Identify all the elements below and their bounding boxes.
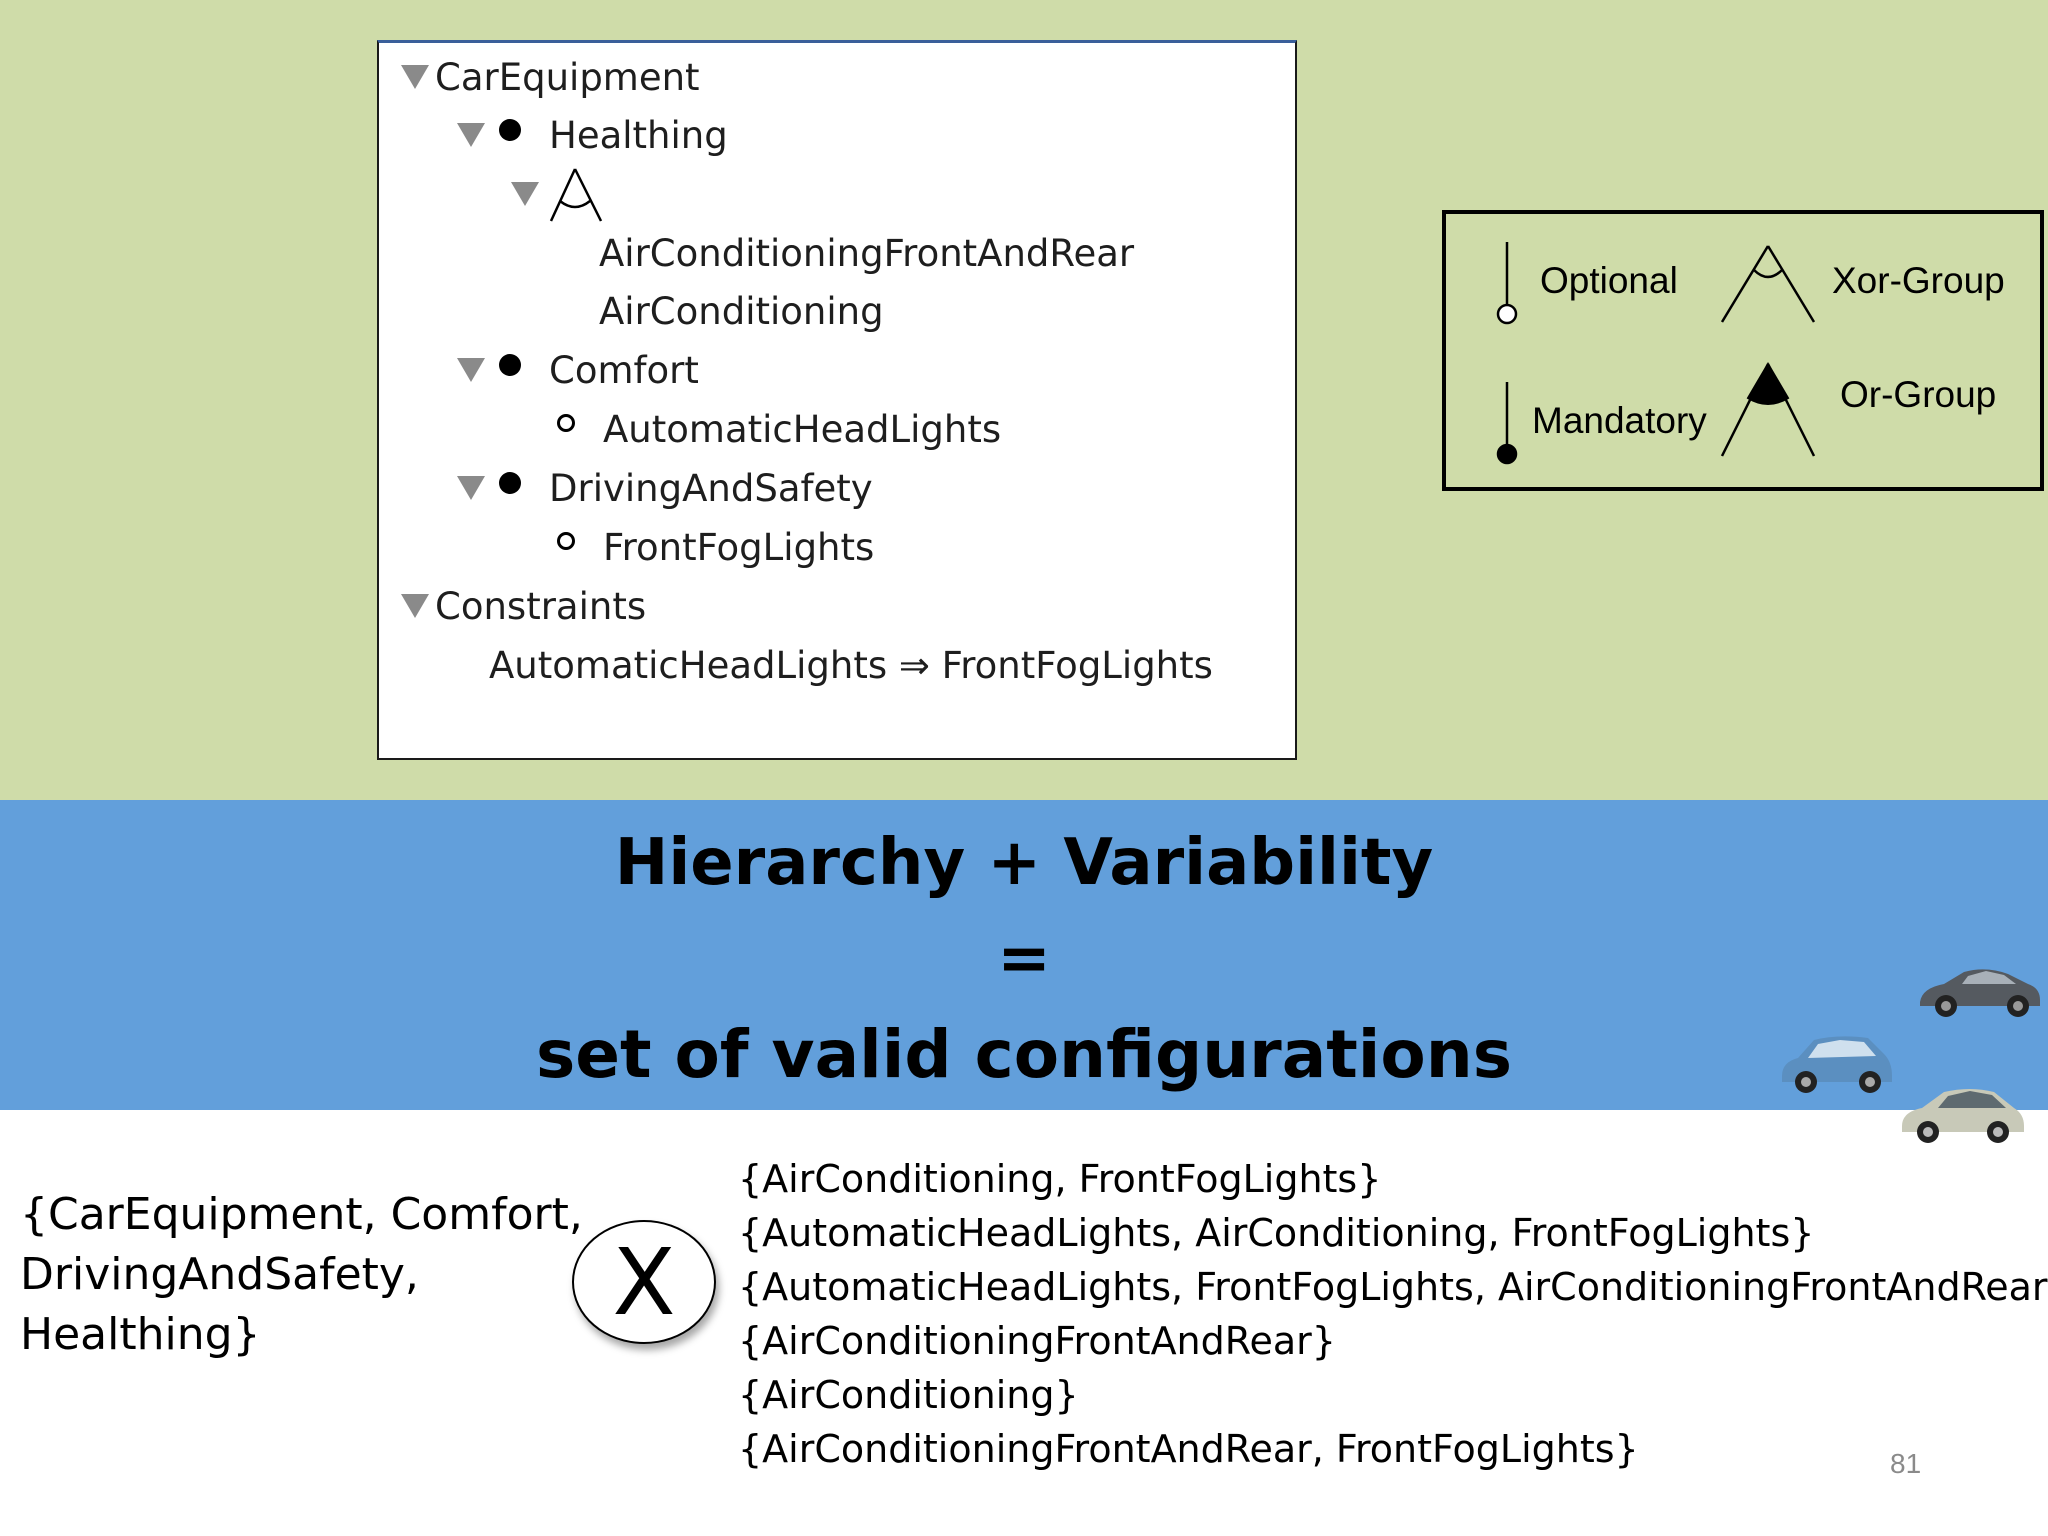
tree-node-label: AirConditioning <box>599 289 884 333</box>
configuration-item: {AutomaticHeadLights, AirConditioning, F… <box>738 1211 1815 1255</box>
tree-node-constraints[interactable]: Constraints <box>401 580 646 632</box>
configuration-item: {AirConditioningFrontAndRear} <box>738 1319 1336 1363</box>
tree-node-root[interactable]: CarEquipment <box>401 51 700 103</box>
legend-or-group-label: Or-Group <box>1840 374 1997 415</box>
feature-tree-panel: CarEquipment Healthing AirConditioningFr… <box>377 40 1297 760</box>
expand-triangle-icon[interactable] <box>401 65 429 89</box>
tree-node-label: CarEquipment <box>435 55 700 99</box>
feature-set-line: Healthing} <box>20 1309 261 1360</box>
configuration-item: {AirConditioningFrontAndRear, FrontFogLi… <box>738 1427 1639 1471</box>
optional-edge-icon <box>1496 242 1518 325</box>
mandatory-dot-icon <box>499 119 521 141</box>
configurations-list: {AirConditioning, FrontFogLights} {Autom… <box>738 1152 2048 1476</box>
cross-product-letter: X <box>612 1228 676 1336</box>
legend-xor-group-label: Xor-Group <box>1832 260 2005 301</box>
expand-triangle-icon[interactable] <box>401 594 429 618</box>
tree-node-label: Constraints <box>435 584 647 628</box>
headline-band-background <box>0 800 2048 1110</box>
configuration-item: {AirConditioning, FrontFogLights} <box>738 1157 1382 1201</box>
slide-number: 81 <box>1890 1448 1922 1479</box>
expand-triangle-icon[interactable] <box>457 358 485 382</box>
tree-node-automatic-headlights[interactable]: AutomaticHeadLights <box>557 403 1001 455</box>
configuration-item: {AirConditioning} <box>738 1373 1079 1417</box>
headline-equals: = <box>997 922 1051 996</box>
expand-triangle-icon[interactable] <box>457 476 485 500</box>
tree-node-airconditioning-front-and-rear[interactable]: AirConditioningFrontAndRear <box>599 227 1134 279</box>
core-feature-set: {CarEquipment, Comfort, DrivingAndSafety… <box>20 1185 583 1365</box>
or-group-legend-icon <box>1720 362 1816 457</box>
cross-product-symbol: X <box>572 1220 716 1344</box>
xor-group-icon <box>549 168 603 222</box>
expand-triangle-icon[interactable] <box>511 182 539 206</box>
mandatory-dot-icon <box>499 354 521 376</box>
feature-set-line: {CarEquipment, Comfort, <box>20 1189 583 1240</box>
legend-mandatory-label: Mandatory <box>1532 400 1707 441</box>
dark-sedan-car-image <box>1920 969 2040 1017</box>
tree-node-driving-and-safety[interactable]: DrivingAndSafety <box>457 462 873 514</box>
feature-set-line: DrivingAndSafety, <box>20 1249 419 1300</box>
tree-node-constraint[interactable]: AutomaticHeadLights ⇒ FrontFogLights <box>489 639 1213 691</box>
tree-node-comfort[interactable]: Comfort <box>457 344 699 396</box>
configuration-item: {AutomaticHeadLights, FrontFogLights, Ai… <box>738 1265 2048 1309</box>
xor-group-legend-icon <box>1720 245 1816 323</box>
tree-node-label: AirConditioningFrontAndRear <box>599 231 1135 275</box>
tree-node-front-fog-lights[interactable]: FrontFogLights <box>557 521 874 573</box>
optional-ring-icon <box>557 532 575 550</box>
silver-hatchback-car-image <box>1902 1089 2024 1143</box>
headline-line-3: set of valid configurations <box>535 1016 1513 1093</box>
expand-triangle-icon[interactable] <box>457 123 485 147</box>
mandatory-edge-icon <box>1496 382 1518 465</box>
tree-node-label: FrontFogLights <box>603 525 875 569</box>
tree-node-label: AutomaticHeadLights <box>603 407 1002 451</box>
blue-hatchback-car-image <box>1782 1036 1892 1093</box>
tree-node-label: Comfort <box>549 348 699 392</box>
optional-ring-icon <box>557 414 575 432</box>
tree-node-label: DrivingAndSafety <box>549 466 873 510</box>
constraint-text: AutomaticHeadLights ⇒ FrontFogLights <box>489 643 1213 687</box>
mandatory-dot-icon <box>499 472 521 494</box>
legend-optional-label: Optional <box>1540 260 1678 301</box>
tree-node-healthing[interactable]: Healthing <box>457 109 728 161</box>
tree-node-airconditioning[interactable]: AirConditioning <box>599 285 884 337</box>
tree-node-xor-group[interactable] <box>511 161 605 227</box>
tree-node-label: Healthing <box>549 113 728 157</box>
legend-box: Optional Xor-Group Mandatory Or-Group <box>1442 210 2044 491</box>
headline-line-1: Hierarchy + Variability <box>614 826 1434 900</box>
